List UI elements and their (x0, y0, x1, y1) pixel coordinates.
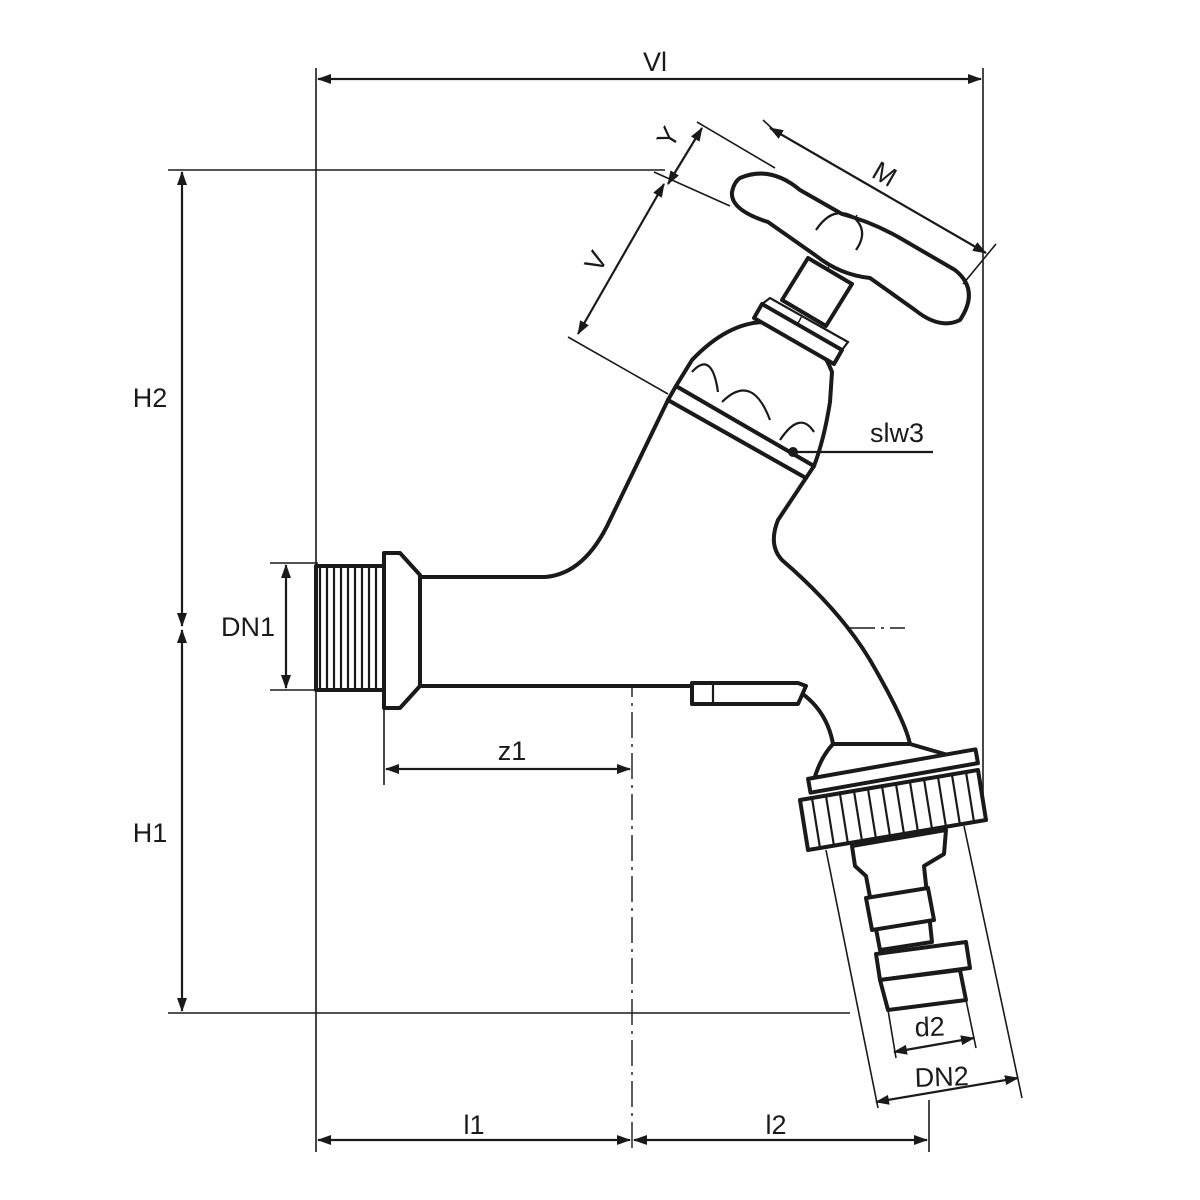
label-l1: l1 (463, 1110, 484, 1140)
knurl-lines (810, 771, 976, 849)
label-z1: z1 (498, 736, 527, 766)
label-y: Y (651, 122, 686, 153)
label-d2: d2 (914, 1011, 945, 1042)
inlet-thread-lines (318, 568, 378, 688)
label-dn1: DN1 (221, 612, 275, 642)
label-l2: l2 (765, 1110, 786, 1140)
label-h2: H2 (133, 383, 168, 413)
label-h1: H1 (133, 818, 168, 848)
dimension-lines (177, 74, 1023, 1145)
label-vl: Vl (643, 47, 667, 77)
label-dn2: DN2 (914, 1061, 969, 1093)
label-v: V (579, 246, 614, 277)
label-slw3: slw3 (870, 418, 924, 448)
faucet-body (314, 171, 988, 1012)
